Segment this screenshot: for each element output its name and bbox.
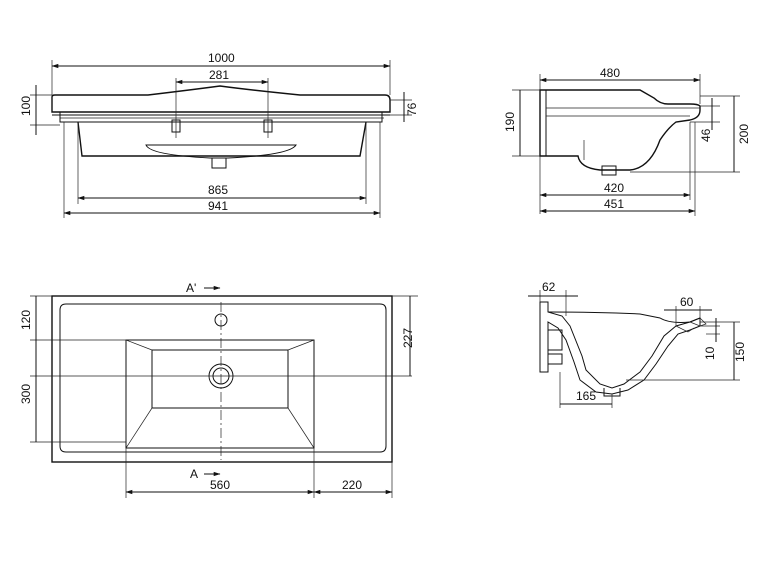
plan-bowl-outer [125,339,315,449]
dim-120: 120 [19,310,33,330]
side-view: 480 190 46 200 420 451 [503,66,751,216]
dim-420: 420 [604,181,624,195]
front-bowl-body [77,121,367,157]
dim-100: 100 [19,96,33,116]
dim-451: 451 [604,197,624,211]
section-label-a-prime: A' [186,281,196,295]
dim-560: 560 [210,478,230,492]
dim-281: 281 [209,68,229,82]
dim-220: 220 [342,478,362,492]
dim-480: 480 [600,66,620,80]
dim-190: 190 [503,112,517,132]
dim-46: 46 [699,128,713,142]
side-profile [539,89,701,171]
dim-300: 300 [19,384,33,404]
section-view: 62 60 10 150 165 [528,280,747,408]
dim-150: 150 [733,342,747,362]
dim-1000: 1000 [208,51,235,65]
front-view: 1000 281 100 76 865 941 [19,51,419,218]
dim-10: 10 [703,346,717,360]
plan-outline [51,295,393,463]
front-top-profile [51,85,391,113]
dim-76: 76 [405,102,419,116]
plan-view: A' A 120 300 227 560 220 [19,281,418,498]
dim-941: 941 [208,199,228,213]
section-label-a: A [190,467,198,481]
dim-865: 865 [208,183,228,197]
dim-62: 62 [542,280,556,294]
dim-165: 165 [576,389,596,403]
plan-bowl-inner [151,349,289,409]
dim-227: 227 [401,328,415,348]
dim-200: 200 [737,124,751,144]
dim-60: 60 [680,295,694,309]
